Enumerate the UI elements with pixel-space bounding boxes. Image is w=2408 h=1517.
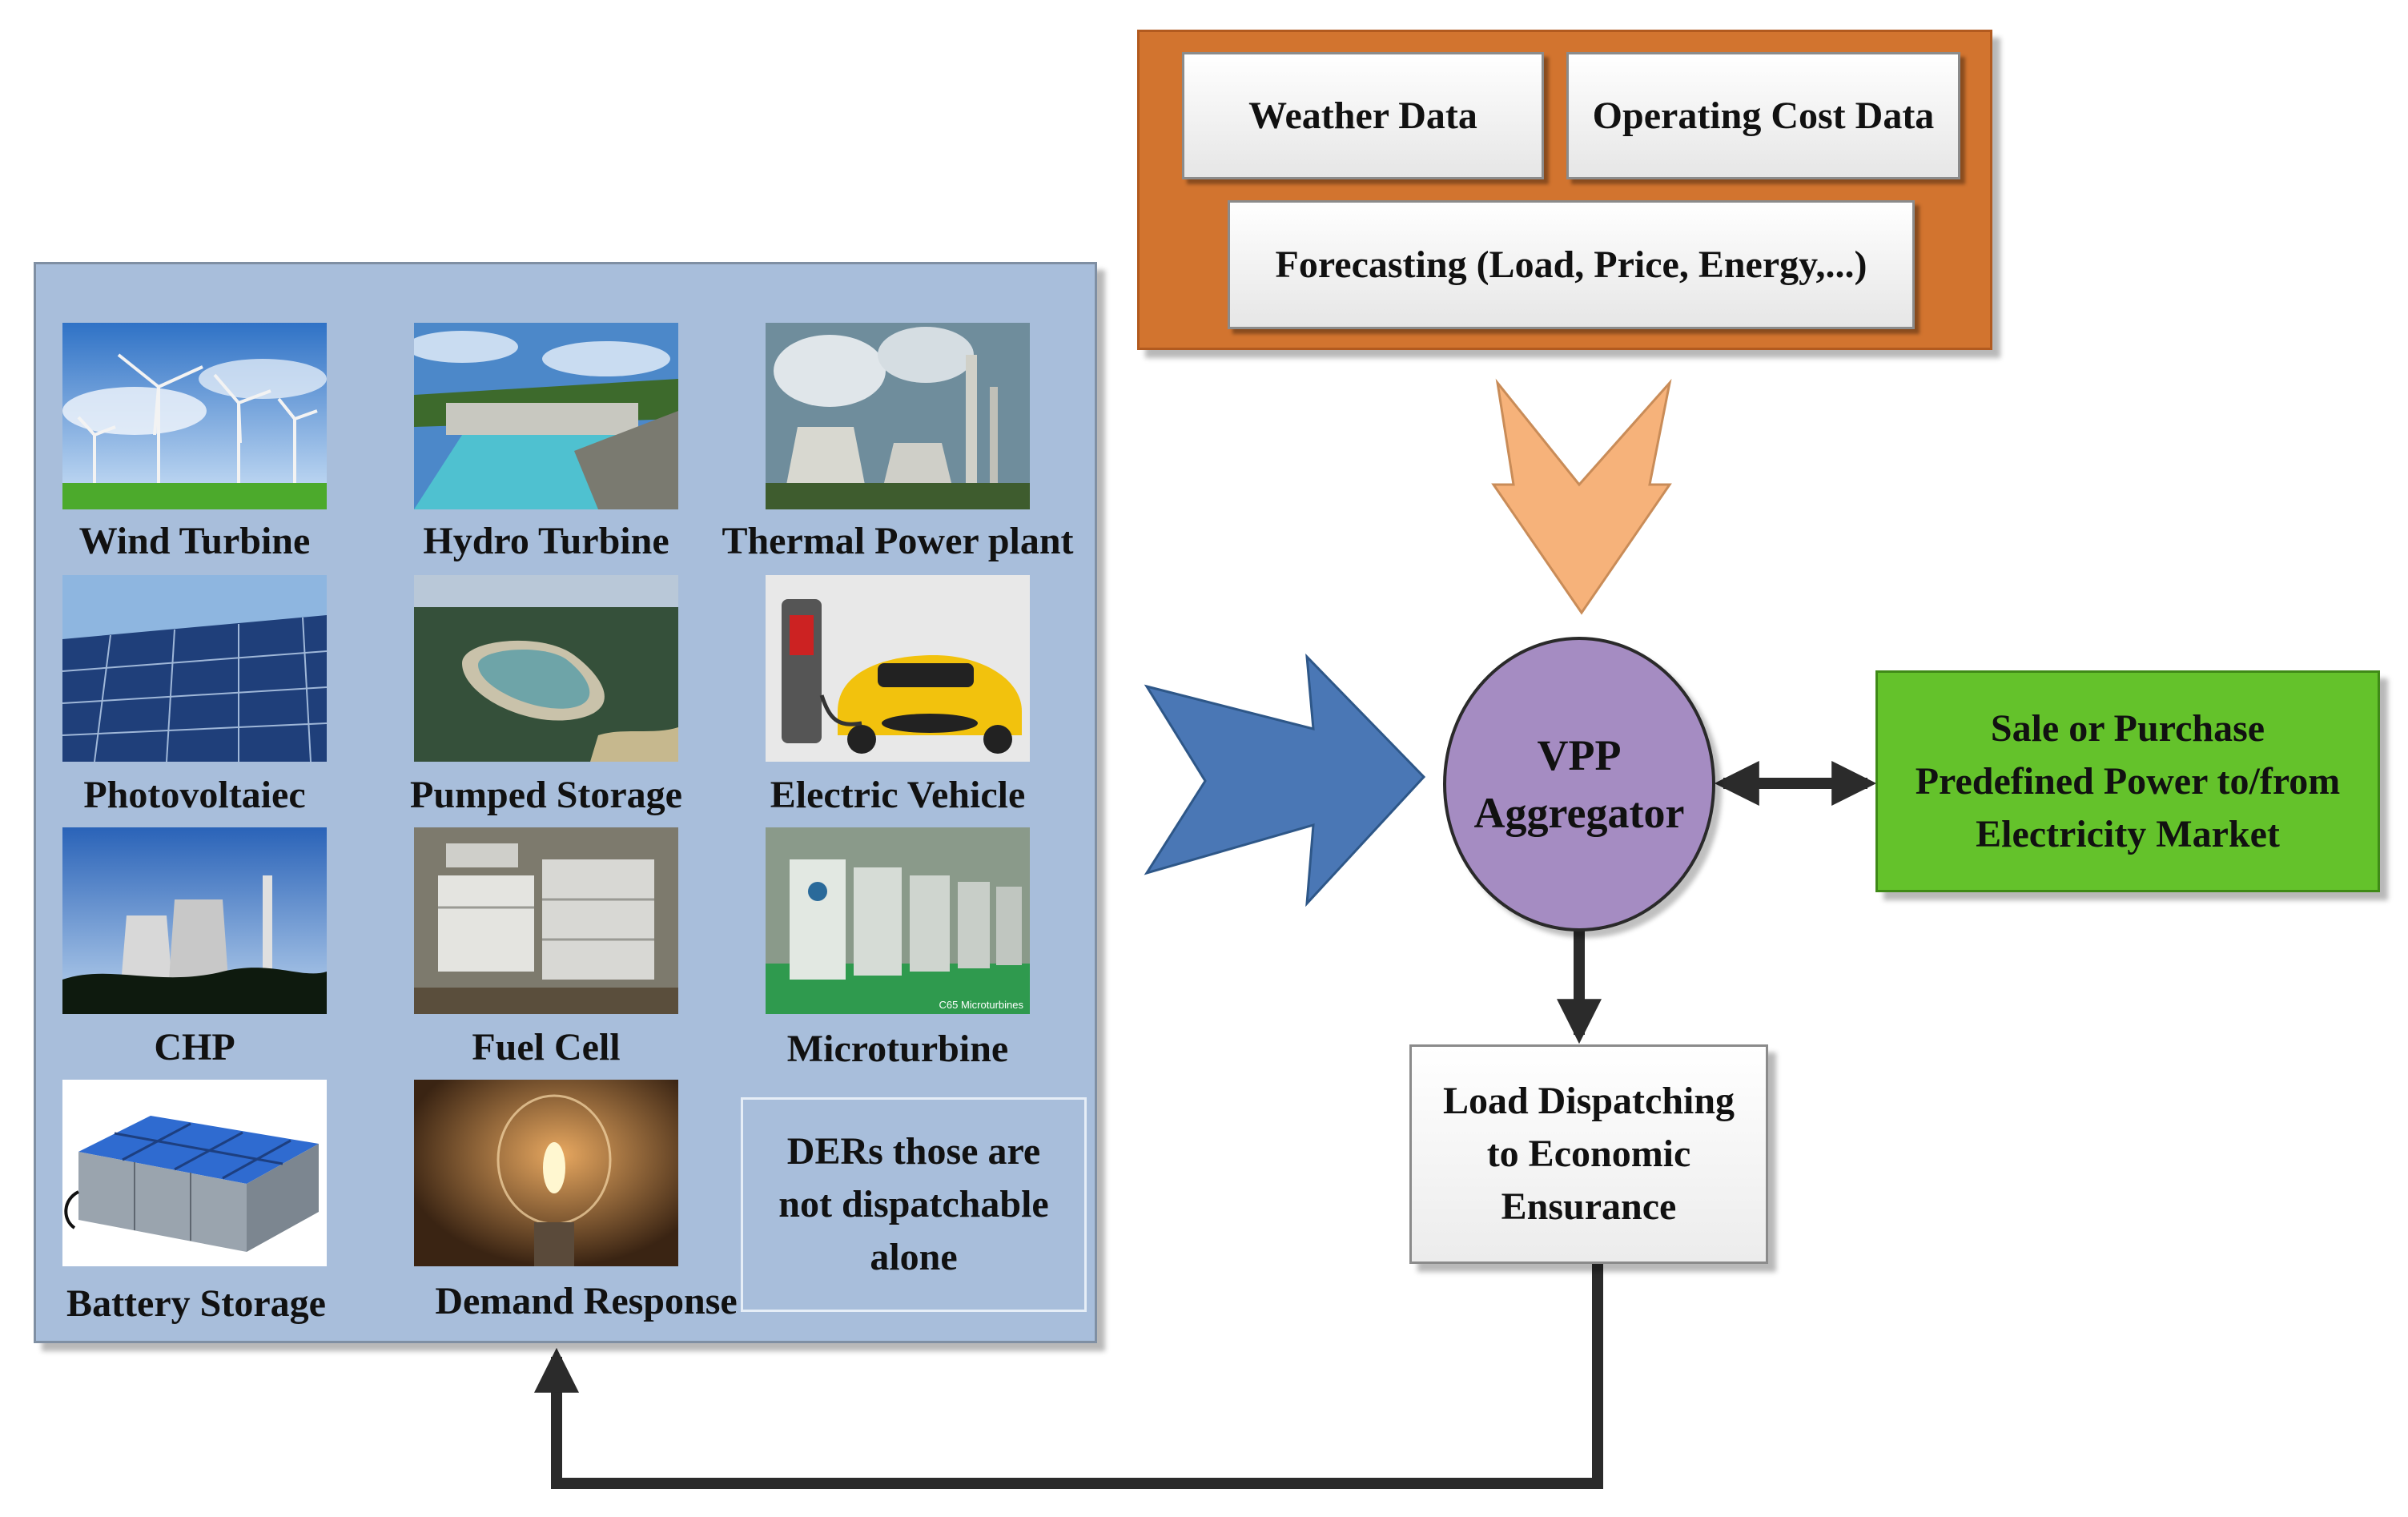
- data-panel: Weather Data Operating Cost Data Forecas…: [1137, 30, 1992, 350]
- non-dispatchable-note: DERs those are not dispatchable alone: [741, 1097, 1087, 1312]
- light-bulb-photo-icon: [414, 1080, 678, 1266]
- vpp-subtitle: Aggregator: [1473, 789, 1685, 837]
- note-line: alone: [870, 1236, 958, 1278]
- market-line: Predefined Power to/from: [1915, 759, 2341, 803]
- chp-plant-photo-icon: [62, 827, 327, 1014]
- ders-to-vpp-arrow: [1144, 653, 1426, 907]
- der-label: CHP: [154, 1026, 235, 1068]
- pumped-storage-photo-icon: [414, 575, 678, 762]
- der-label: Hydro Turbine: [423, 520, 669, 562]
- microturbine-photo-icon: C65 Microturbines: [766, 827, 1030, 1014]
- der-label: Microturbine: [786, 1028, 1009, 1070]
- load-dispatching-box: Load Dispatching to Economic Ensurance: [1409, 1044, 1768, 1264]
- wind-turbine-photo-icon: [62, 323, 327, 509]
- der-label: Fuel Cell: [472, 1026, 621, 1068]
- market-line: Sale or Purchase: [1990, 706, 2265, 750]
- der-label: Thermal Power plant: [722, 520, 1074, 562]
- der-label: Electric Vehicle: [770, 774, 1026, 816]
- electricity-market-box: Sale or Purchase Predefined Power to/fro…: [1875, 670, 2380, 892]
- dispatch-line: Ensurance: [1501, 1185, 1677, 1228]
- der-label: Battery Storage: [66, 1282, 326, 1325]
- note-line: not dispatchable: [778, 1183, 1049, 1225]
- solar-panel-photo-icon: [62, 575, 327, 762]
- der-label: Pumped Storage: [410, 774, 682, 816]
- vpp-aggregator-node: VPP Aggregator: [1443, 637, 1715, 932]
- der-label: Wind Turbine: [78, 520, 311, 562]
- dispatch-line: to Economic: [1486, 1133, 1691, 1175]
- fuel-cell-photo-icon: [414, 827, 678, 1014]
- note-line: DERs those are: [786, 1130, 1041, 1173]
- forecasting-label: Forecasting (Load, Price, Energy,...): [1275, 243, 1867, 286]
- vpp-title: VPP: [1537, 731, 1622, 779]
- electric-vehicle-photo-icon: [766, 575, 1030, 762]
- dispatch-line: Load Dispatching: [1442, 1080, 1735, 1122]
- weather-data-label: Weather Data: [1248, 95, 1477, 137]
- market-line: Electricity Market: [1976, 812, 2280, 855]
- operating-cost-data-label: Operating Cost Data: [1592, 95, 1935, 137]
- microturbine-caption: C65 Microturbines: [939, 999, 1024, 1011]
- weather-data-box: Weather Data: [1182, 52, 1544, 179]
- der-panel: Wind Turbine Hydro Turbine Thermal Power…: [34, 262, 1097, 1343]
- feedback-arrow: [534, 1264, 1603, 1489]
- forecast-to-vpp-arrow: [1491, 378, 1672, 615]
- hydro-dam-photo-icon: [414, 323, 678, 509]
- operating-cost-data-box: Operating Cost Data: [1566, 52, 1960, 179]
- der-label: Photovoltaiec: [83, 774, 306, 816]
- thermal-plant-photo-icon: [766, 323, 1030, 509]
- forecasting-box: Forecasting (Load, Price, Energy,...): [1228, 200, 1915, 329]
- der-label: Demand Response: [435, 1280, 738, 1322]
- battery-storage-photo-icon: [62, 1080, 327, 1266]
